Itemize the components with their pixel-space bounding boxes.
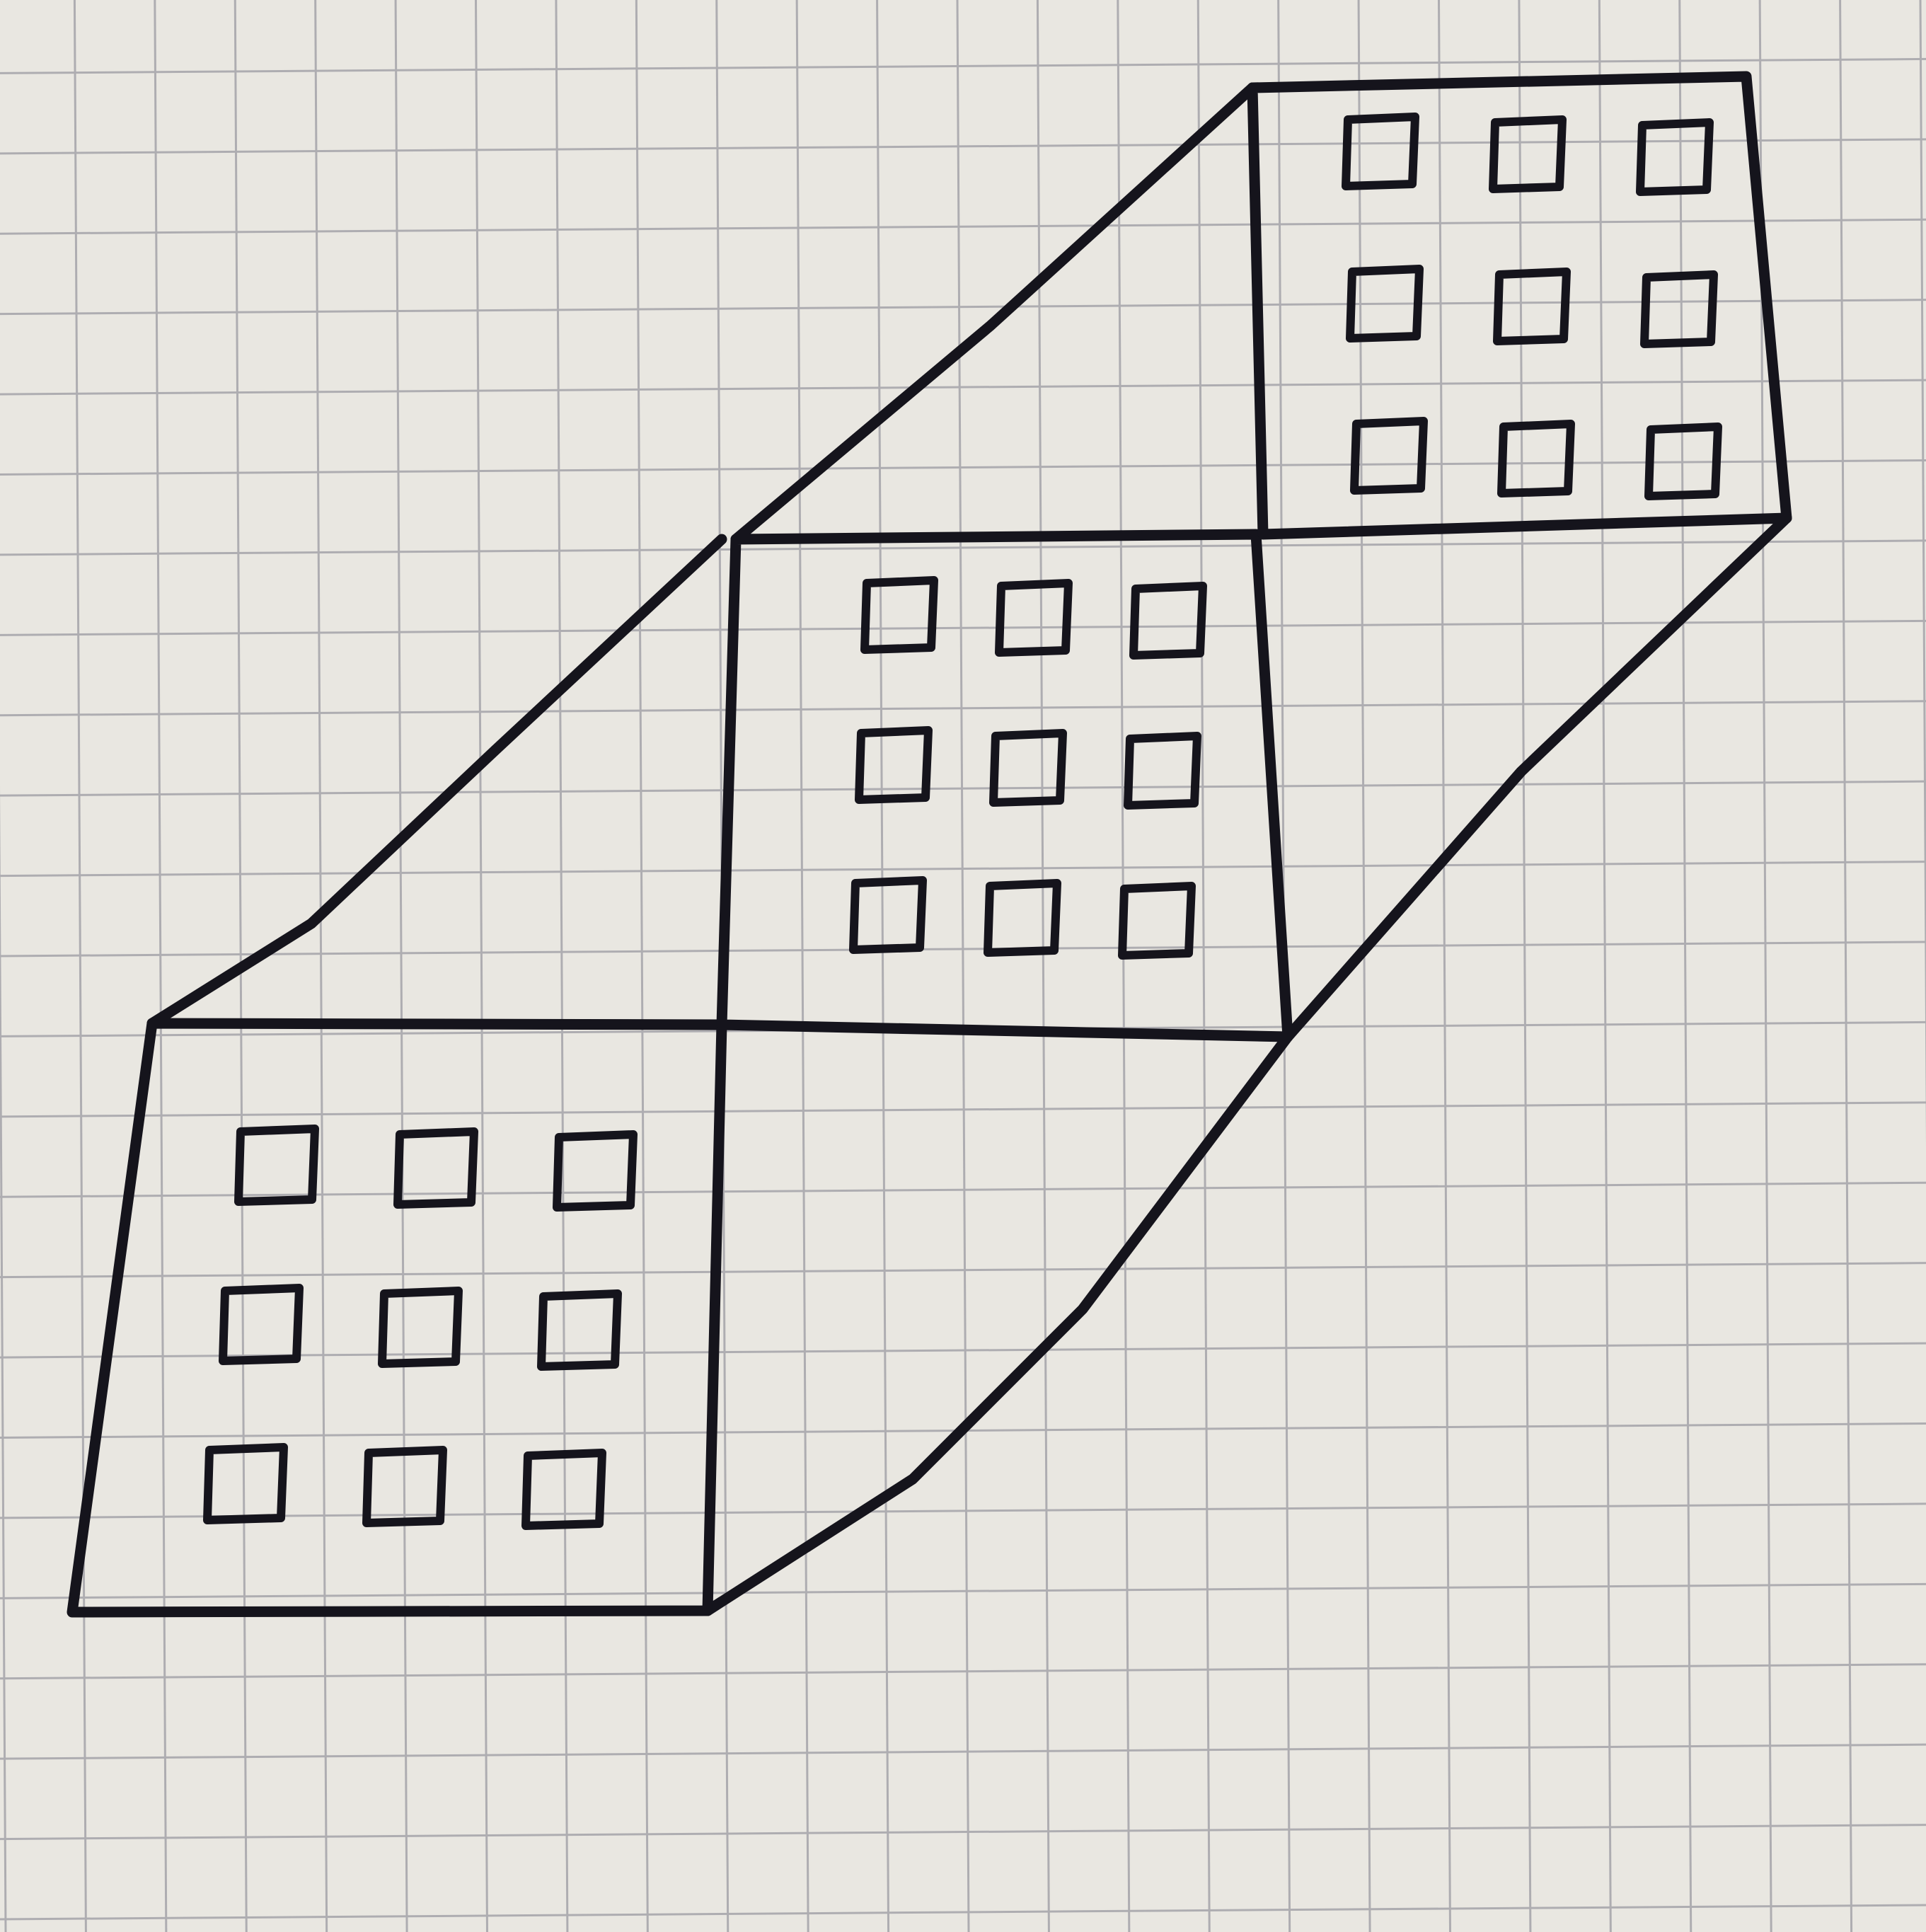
grid-line-vertical bbox=[795, 0, 809, 1932]
grid-line-horizontal bbox=[0, 861, 1926, 878]
grid-line-horizontal bbox=[0, 1181, 1926, 1198]
grid-line-horizontal bbox=[0, 138, 1926, 155]
front-panel-outline bbox=[67, 1018, 727, 1618]
grid-line-horizontal bbox=[0, 1342, 1926, 1359]
grid-line-horizontal bbox=[0, 57, 1926, 74]
window-square bbox=[219, 1284, 304, 1365]
window-square bbox=[1350, 417, 1428, 495]
grid-line-vertical bbox=[1919, 0, 1926, 1147]
window-square bbox=[1124, 732, 1201, 810]
grid-line-horizontal bbox=[0, 941, 1926, 958]
window-square bbox=[995, 579, 1073, 657]
grid-line-horizontal bbox=[0, 700, 1926, 717]
grid-line-vertical bbox=[1678, 0, 1693, 1932]
grid-line-horizontal bbox=[0, 1663, 1926, 1680]
grid-line-vertical bbox=[956, 0, 970, 1932]
window-square bbox=[984, 879, 1061, 957]
middle-panel-windows bbox=[849, 576, 1207, 960]
grid-line-horizontal bbox=[0, 218, 1926, 235]
grid-line-vertical bbox=[1438, 0, 1451, 1932]
window-square bbox=[362, 1446, 447, 1527]
grid-line-horizontal bbox=[0, 780, 1926, 797]
window-square bbox=[1644, 422, 1722, 500]
grid-line-horizontal bbox=[0, 1824, 1926, 1841]
window-square bbox=[855, 726, 933, 804]
front-panel bbox=[67, 1018, 727, 1618]
grid-line-horizontal bbox=[0, 1101, 1926, 1118]
right-oblique-edge bbox=[1282, 512, 1792, 1042]
grid-line-vertical bbox=[1758, 0, 1772, 1932]
grid-line-horizontal bbox=[0, 1743, 1926, 1760]
grid-line-vertical bbox=[1117, 0, 1131, 1932]
window-square bbox=[378, 1287, 463, 1368]
window-square bbox=[1497, 420, 1575, 498]
grid-line-horizontal bbox=[0, 299, 1926, 316]
grid-line-horizontal bbox=[0, 1502, 1926, 1519]
grid-line-horizontal bbox=[0, 1904, 1926, 1921]
grid-line-vertical bbox=[0, 785, 7, 1932]
grid-line-vertical bbox=[876, 0, 890, 1932]
front-panel-windows bbox=[203, 1125, 638, 1530]
window-square bbox=[1493, 268, 1571, 345]
grid-line-vertical bbox=[1518, 0, 1532, 1932]
window-square bbox=[553, 1130, 638, 1212]
lower-right-oblique-edge bbox=[702, 1031, 1293, 1616]
grid-line-horizontal bbox=[0, 379, 1926, 396]
window-square bbox=[1129, 582, 1207, 660]
window-square bbox=[1640, 270, 1718, 348]
top-left-oblique-edge bbox=[146, 534, 727, 1029]
grid-line-horizontal bbox=[0, 459, 1926, 476]
window-square bbox=[1346, 265, 1424, 343]
grid-line-vertical bbox=[1196, 0, 1211, 1932]
ink-drawing bbox=[67, 71, 1792, 1618]
window-square bbox=[1118, 882, 1196, 960]
back-panel bbox=[1247, 71, 1792, 540]
grid-line-horizontal bbox=[0, 1262, 1926, 1279]
window-square bbox=[1489, 115, 1567, 193]
window-square bbox=[1636, 118, 1714, 196]
window-square bbox=[1342, 113, 1419, 190]
grid-line-horizontal bbox=[0, 1582, 1926, 1599]
window-square bbox=[860, 576, 938, 654]
window-square bbox=[203, 1443, 288, 1524]
grid-line-vertical bbox=[1839, 0, 1853, 1932]
grid-line-vertical bbox=[1598, 0, 1612, 1932]
window-square bbox=[234, 1125, 319, 1206]
window-square bbox=[537, 1289, 622, 1371]
back-panel-windows bbox=[1342, 113, 1722, 500]
grid-line-vertical bbox=[1036, 0, 1050, 1932]
back-panel-outline bbox=[1247, 71, 1792, 540]
grid-line-horizontal bbox=[0, 619, 1926, 636]
window-square bbox=[989, 729, 1067, 807]
window-square bbox=[849, 876, 927, 954]
window-square bbox=[521, 1449, 606, 1530]
grid-line-vertical bbox=[1357, 0, 1371, 1932]
middle-panel bbox=[716, 529, 1293, 1042]
upper-oblique-edge bbox=[730, 82, 1258, 545]
window-square bbox=[393, 1127, 478, 1209]
grid-line-horizontal bbox=[0, 539, 1926, 556]
middle-panel-outline bbox=[716, 529, 1293, 1042]
